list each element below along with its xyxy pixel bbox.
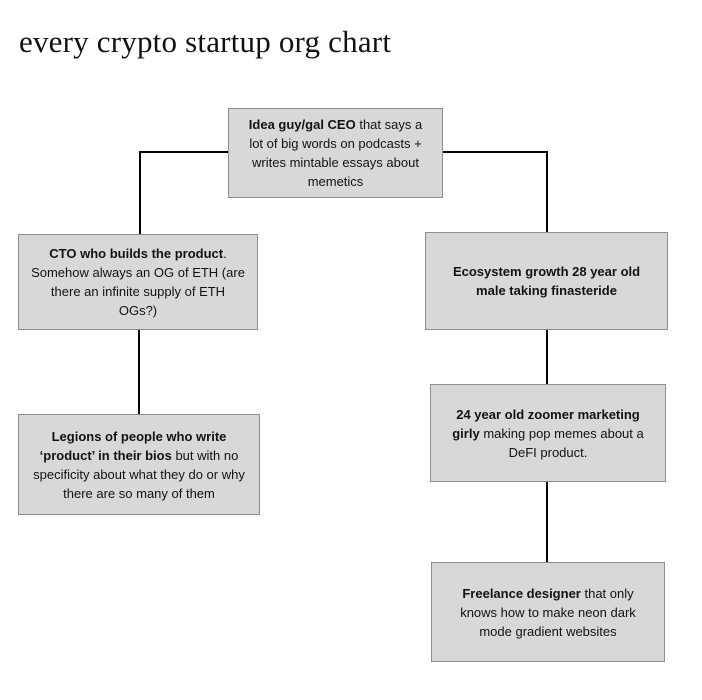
node-ceo-bold-text: Idea guy/gal CEO <box>248 117 356 132</box>
node-cto: CTO who builds the product. Somehow alwa… <box>18 234 258 330</box>
edge-marketing-to-designer-vertical <box>546 481 548 563</box>
node-marketing-girly: 24 year old zoomer marketing girly makin… <box>430 384 666 482</box>
edge-ecosystem-to-marketing-vertical <box>546 330 548 385</box>
node-cto-text: CTO who builds the product. Somehow alwa… <box>31 244 245 320</box>
node-freelance-designer-bold-text: Freelance designer <box>462 585 581 601</box>
edge-ceo-to-ecosystem-horizontal <box>442 151 548 153</box>
node-ecosystem-growth: Ecosystem growth 28 year old male taking… <box>425 232 668 330</box>
node-ceo: Idea guy/gal CEO that says a lot of big … <box>228 108 443 198</box>
edge-cto-to-product-people-vertical <box>138 330 140 415</box>
node-ecosystem-growth-bold-text: Ecosystem growth 28 year old male taking… <box>452 264 641 298</box>
node-freelance-designer-rest-text: that only knows how to make neon dark mo… <box>460 585 636 639</box>
node-cto-rest-text: . Somehow always an OG of ETH (are there… <box>31 246 245 318</box>
edge-ceo-to-ecosystem-vertical <box>546 151 548 233</box>
node-product-people-rest-text: but with no specificity about what they … <box>33 447 245 501</box>
page-title: every crypto startup org chart <box>19 24 392 59</box>
node-marketing-girly-rest-text: making pop memes about a DeFI product. <box>479 425 644 460</box>
node-freelance-designer: Freelance designer that only knows how t… <box>431 562 665 662</box>
node-freelance-designer-text: Freelance designer that only knows how t… <box>444 584 652 641</box>
node-product-people-text: Legions of people who write ‘product’ in… <box>31 427 247 503</box>
node-marketing-girly-text: 24 year old zoomer marketing girly makin… <box>443 405 653 462</box>
edge-ceo-to-cto-horizontal <box>139 151 229 153</box>
node-marketing-girly-bold-text: 24 year old zoomer marketing girly <box>452 406 640 441</box>
node-ceo-rest-text: that says a lot of big words on podcasts… <box>249 117 423 189</box>
node-ceo-text: Idea guy/gal CEO that says a lot of big … <box>241 115 430 191</box>
node-product-people-bold-text: Legions of people who write ‘product’ in… <box>39 428 227 463</box>
node-product-people: Legions of people who write ‘product’ in… <box>18 414 260 515</box>
node-cto-bold-text: CTO who builds the product <box>49 246 224 261</box>
edge-ceo-to-cto-vertical <box>139 151 141 235</box>
node-ecosystem-growth-text: Ecosystem growth 28 year old male taking… <box>438 262 655 300</box>
